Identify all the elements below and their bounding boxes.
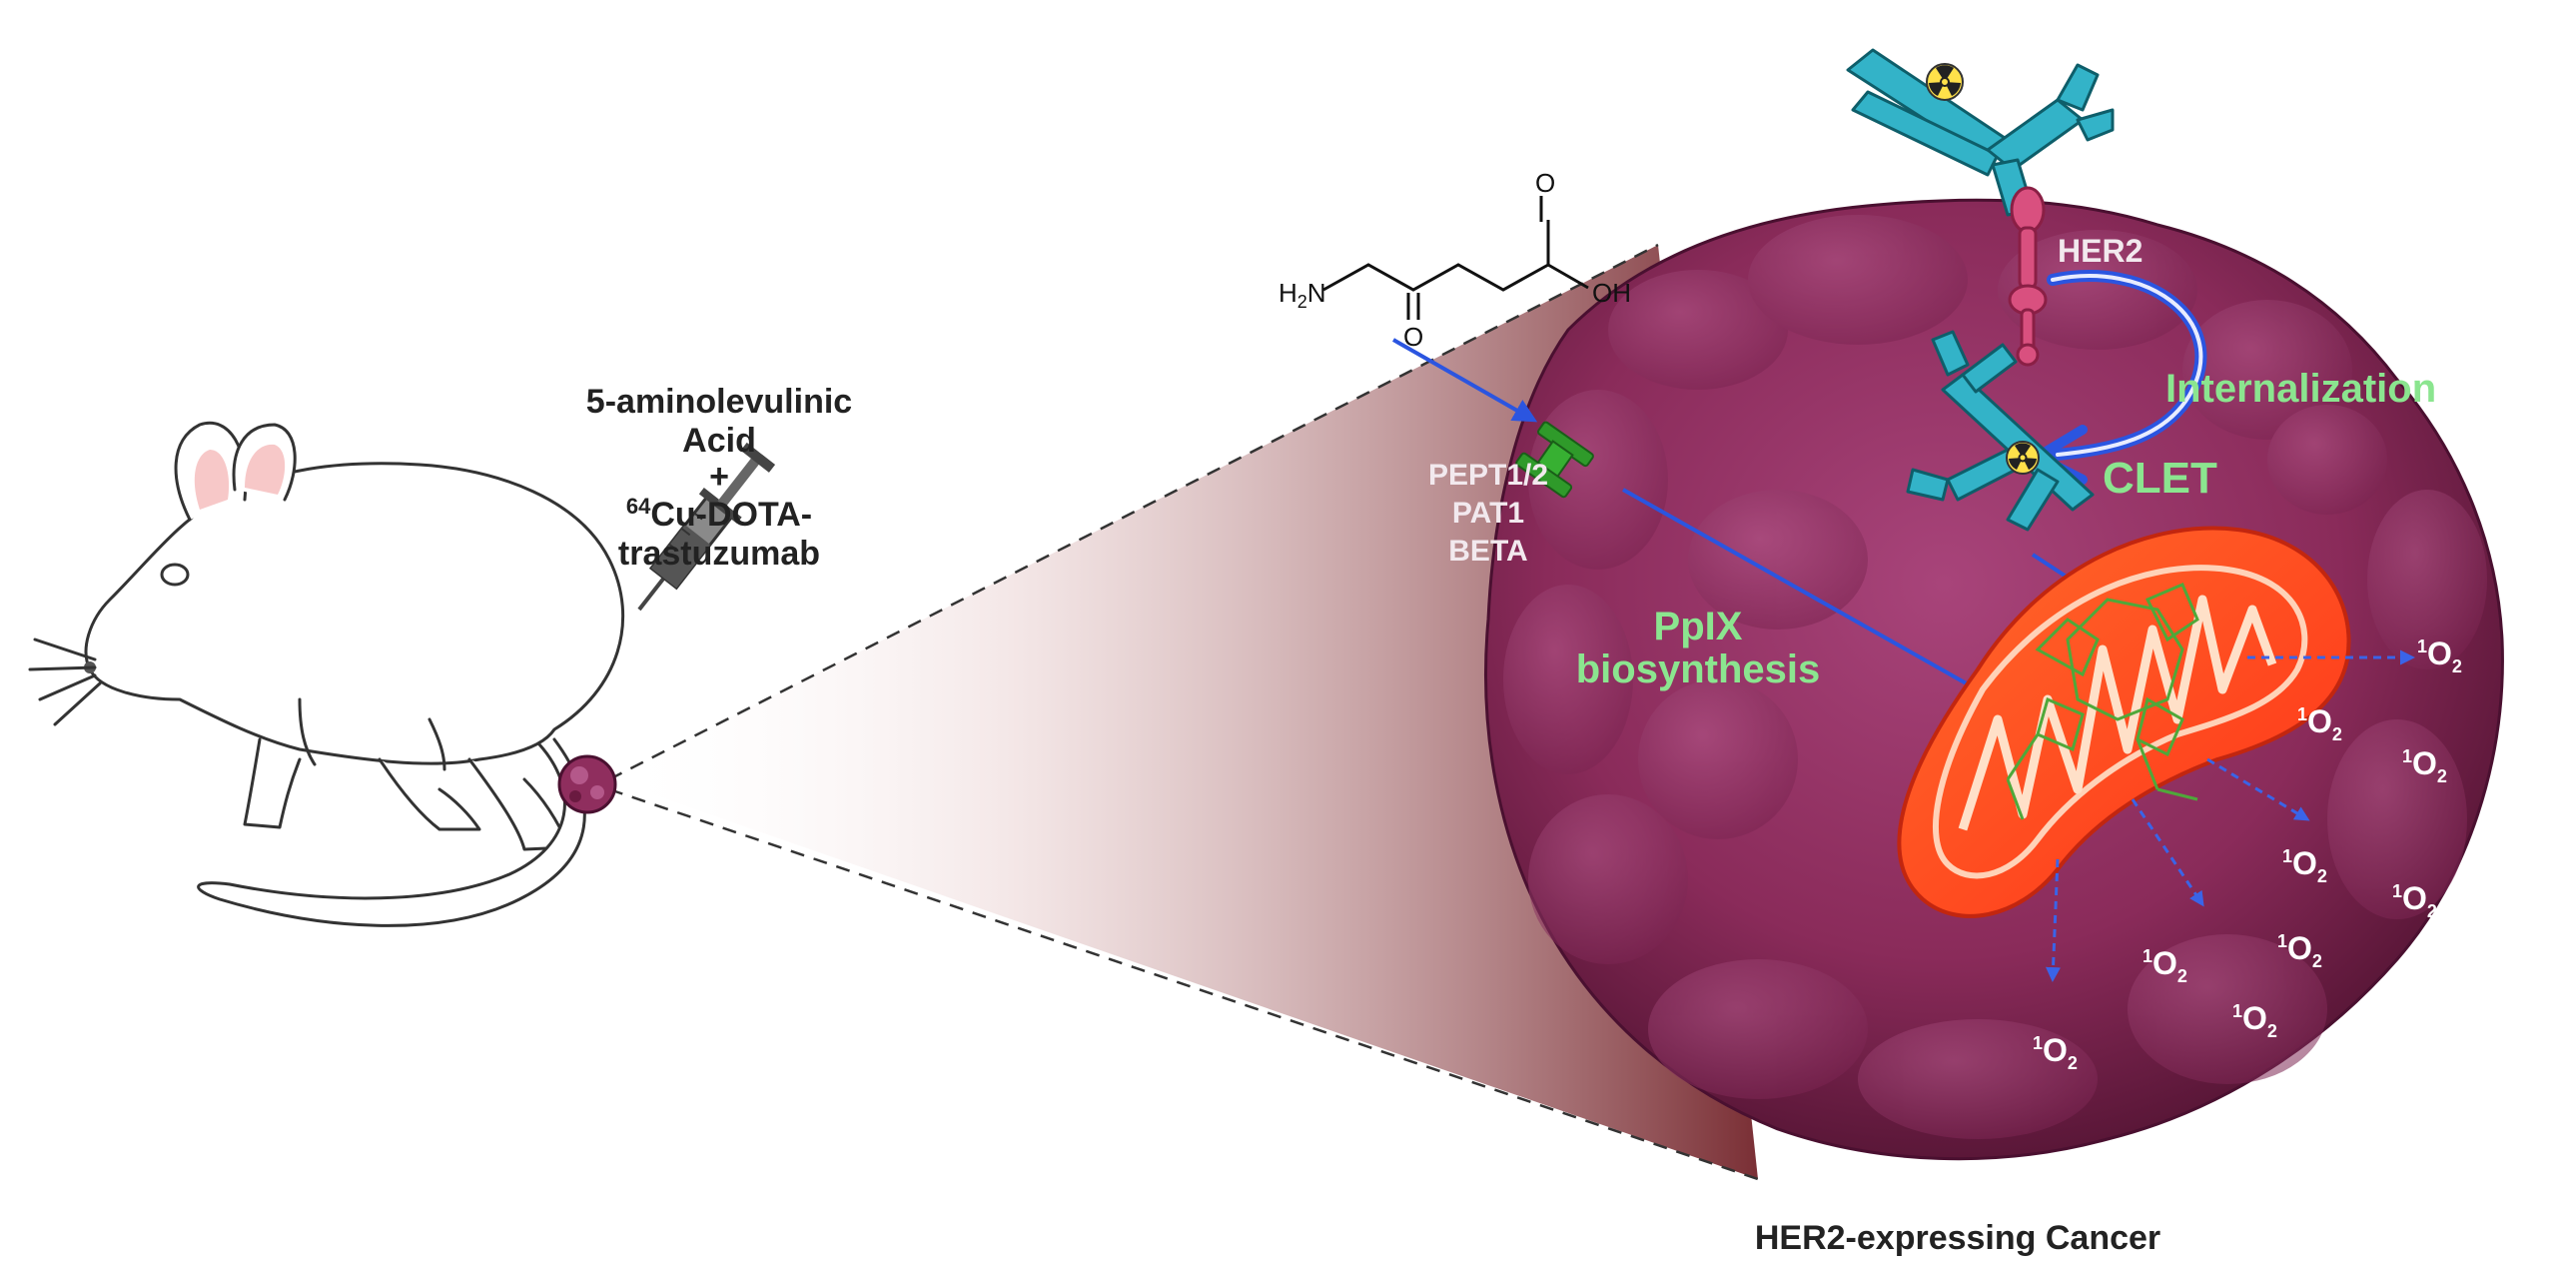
mitochondrion-icon (1897, 526, 2351, 918)
label-pplx-line1: PpIX (1654, 605, 1743, 648)
arrow-ala-to-transporter (1392, 338, 1538, 423)
label-pplx-line2: biosynthesis (1576, 647, 1821, 691)
her2-receptor (2008, 186, 2048, 367)
singlet-oxygen-7: 1O2 (2143, 945, 2187, 986)
radiation-icon-internal (2006, 441, 2040, 475)
singlet-oxygen-6: 1O2 (2277, 930, 2322, 971)
label-internalization: Internalization (2165, 367, 2436, 411)
singlet-oxygen-4: 1O2 (2282, 845, 2327, 886)
singlet-oxygen-1: 1O2 (2417, 636, 2462, 676)
label-acid: Acid (682, 422, 756, 460)
mouse-illustration (28, 421, 625, 927)
label-cu-dota: 64Cu-DOTA- (626, 494, 812, 535)
label-ala: 5-aminolevulinic (586, 383, 852, 421)
singlet-oxygen-3: 1O2 (2402, 745, 2447, 786)
singlet-oxygen-2: 1O2 (2297, 703, 2342, 744)
radiation-icon (1926, 63, 1964, 101)
label-beta: BETA (1448, 535, 1527, 568)
figure-caption: HER2-expressing Cancer (1755, 1219, 2160, 1257)
label-pept: PEPT1/2 (1428, 459, 1548, 492)
singlet-oxygen-9: 1O2 (2033, 1032, 2078, 1073)
amine-label: H2N (1279, 278, 1326, 312)
acid-o-label: O (1535, 168, 1555, 198)
porphyrin-icon (2006, 583, 2199, 820)
singlet-oxygen-8: 1O2 (2232, 1000, 2277, 1041)
label-clet: CLET (2103, 454, 2217, 503)
label-trastuzumab: trastuzumab (618, 535, 820, 573)
transporter-icon (1515, 421, 1594, 499)
mouse-tumor (557, 754, 617, 814)
syringe-icon (637, 442, 776, 612)
acid-oh-label: OH (1592, 278, 1631, 308)
carbonyl-o-label: O (1403, 322, 1423, 352)
label-pplx: PpIX biosynthesis (1576, 605, 1821, 691)
injection-label: 5-aminolevulinic Acid + 64Cu-DOTA- trast… (586, 383, 852, 573)
transporter-labels: PEPT1/2 PAT1 BETA (1428, 459, 1548, 568)
label-her2: HER2 (2058, 233, 2143, 269)
singlet-oxygen-5: 1O2 (2392, 880, 2437, 921)
ala-molecule: H2N O O OH (1279, 168, 1631, 352)
label-plus: + (709, 458, 729, 496)
label-pat1: PAT1 (1452, 497, 1524, 530)
magnification-cone (608, 243, 1759, 1181)
surface-antibody (1846, 48, 2115, 217)
singlet-oxygen-arrows (2046, 649, 2415, 982)
singlet-oxygen-labels: 1O2 1O2 1O2 1O2 1O2 1O2 1O2 1O2 1O2 (2033, 636, 2462, 1073)
